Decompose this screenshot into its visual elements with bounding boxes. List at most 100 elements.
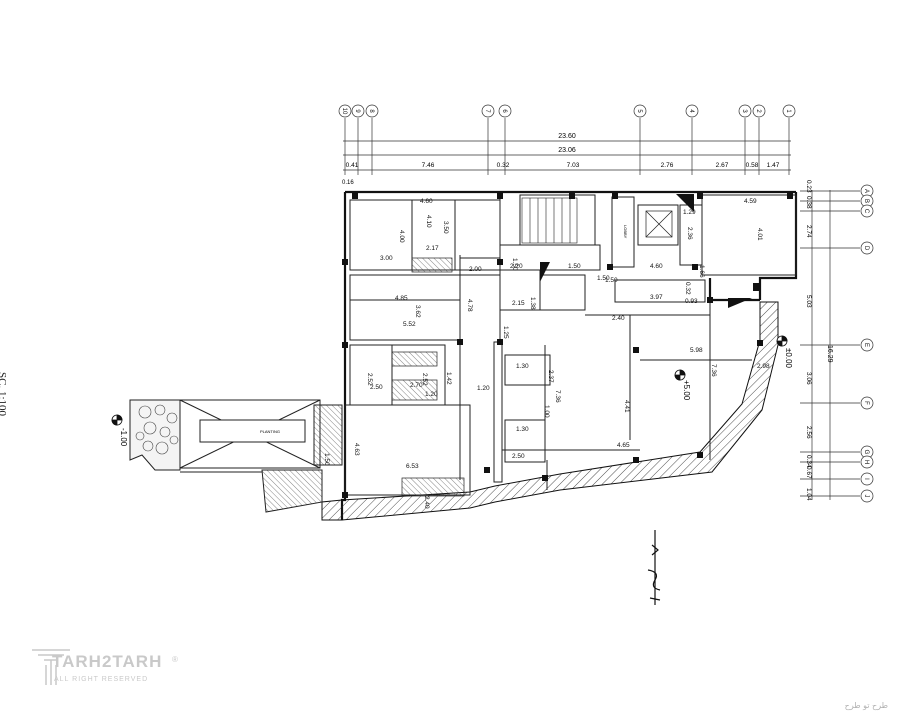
top-dim-label: 0.32: [497, 162, 510, 169]
room-dim-label: 4.41: [623, 400, 630, 413]
grid-label-top: 8: [368, 109, 374, 113]
grid-bubble-top: [782, 104, 796, 118]
grid-bubble-top: [738, 104, 752, 118]
stairs: [521, 197, 578, 244]
room-dim-label: 4.60: [420, 198, 433, 205]
room-dim-label: 4.10: [425, 215, 432, 228]
dim-outer: 23.60: [558, 133, 576, 140]
room-dim-label: 2.40: [612, 315, 625, 322]
room-dim-label: 2.15: [512, 300, 525, 307]
grid-bubble-right: [860, 338, 874, 352]
column: [457, 339, 463, 345]
dimension-lines-top: [343, 140, 791, 171]
room-dim-label: 2.70: [410, 382, 423, 389]
registered-mark: ®: [172, 655, 178, 664]
grid-label-top: 3: [741, 109, 747, 113]
column: [697, 452, 703, 458]
corner-watermark: طرح تو طرح: [844, 701, 888, 710]
room-dim-label: 2.52: [421, 373, 428, 386]
grid-bubble-right: [860, 241, 874, 255]
top-dim-label: 2.67: [716, 162, 729, 169]
column: [342, 259, 348, 265]
room-dim-label: 4.01: [756, 228, 763, 241]
grid-label-right: I: [863, 478, 869, 480]
top-dim-label: 7.03: [567, 162, 580, 169]
grid-bubble-top: [633, 104, 647, 118]
room-dim-label: 7.36: [710, 364, 717, 377]
dim-inner: 23.06: [558, 147, 576, 154]
room-dim-label: 2.98: [757, 363, 770, 370]
structural-columns: [342, 193, 793, 498]
column: [484, 467, 490, 473]
room-dim-label: 1.30: [516, 363, 529, 370]
right-dim-label: 5.03: [805, 295, 812, 308]
right-dimension-labels: 0.230.382.745.033.062.560.340.671.04: [805, 180, 812, 501]
stone-circles: [135, 404, 179, 455]
north-arrow-icon: [647, 530, 661, 605]
room-dim-label: 4.63: [353, 443, 360, 456]
grid-bubble-top: [481, 104, 495, 118]
room-dim-label: 2.50: [512, 453, 525, 460]
wedge-markers: [540, 194, 759, 308]
garden-label: PLANTING: [260, 429, 280, 434]
room-dim-label: 0.32: [684, 282, 691, 295]
column: [342, 492, 348, 498]
grid-bubble-top: [685, 104, 699, 118]
column: [497, 259, 503, 265]
column: [352, 193, 358, 199]
column: [342, 342, 348, 348]
room-dim-label: 4.65: [617, 442, 630, 449]
top-dim-label: 1.47: [767, 162, 780, 169]
room-dim-label: 6.53: [406, 463, 419, 470]
right-dim-label: 2.74: [805, 225, 812, 238]
column: [569, 193, 575, 199]
right-dim-label: 1.04: [805, 488, 812, 501]
room-dim-label: 5.52: [403, 321, 416, 328]
room-dim-label: 1.29: [683, 209, 696, 216]
grid-bubble-right: [860, 472, 874, 486]
room-dim-label: 1.50: [323, 453, 330, 466]
grid-bubble-right: [860, 489, 874, 503]
elevator-box: [645, 210, 673, 238]
right-dim-label: 2.56: [805, 426, 812, 439]
level-marker-left: [111, 414, 123, 426]
column: [633, 347, 639, 353]
right-dim-label: 0.23: [805, 180, 812, 193]
grid-label-right: E: [863, 343, 869, 347]
brand-name: TARH2TARH: [52, 652, 163, 671]
right-dim-label: 0.38: [805, 196, 812, 209]
column: [697, 193, 703, 199]
column: [633, 457, 639, 463]
level-left: -1.00: [119, 428, 128, 447]
room-dim-label: 2.37: [547, 370, 554, 383]
column: [542, 475, 548, 481]
brand-subtitle: ALL RIGHT RESERVED: [54, 676, 149, 683]
grid-bubble-right: [860, 204, 874, 218]
room-dim-label: 2.50: [370, 384, 383, 391]
room-dim-label: 2.52: [366, 373, 373, 386]
right-dim-label: 0.34: [805, 455, 812, 468]
grid-bubble-top: [351, 104, 365, 118]
room-dim-label: 1.20: [425, 391, 438, 398]
column: [607, 264, 613, 270]
grid-label-right: A: [863, 189, 869, 193]
room-dim-label: 3.50: [442, 221, 449, 234]
room-dim-label: 1.42: [445, 372, 452, 385]
grid-label-right: D: [863, 246, 869, 251]
column: [757, 340, 763, 346]
interior-walls: [344, 194, 797, 496]
ducts: [391, 257, 465, 497]
top-dim-label: 0.41: [346, 162, 359, 169]
room-dim-label: 1.50: [597, 275, 610, 282]
dimension-lines-right: [811, 190, 831, 500]
grid-label-top: 1: [785, 109, 791, 113]
grid-label-right: C: [863, 209, 869, 214]
room-dim-label: 1.20: [477, 385, 490, 392]
room-dim-label: 4.59: [744, 198, 757, 205]
grid-bubble-right: [860, 396, 874, 410]
room-dim-label: 5.98: [690, 347, 703, 354]
top-dim-label: 2.76: [661, 162, 674, 169]
room-dim-label: 4.78: [466, 299, 473, 312]
